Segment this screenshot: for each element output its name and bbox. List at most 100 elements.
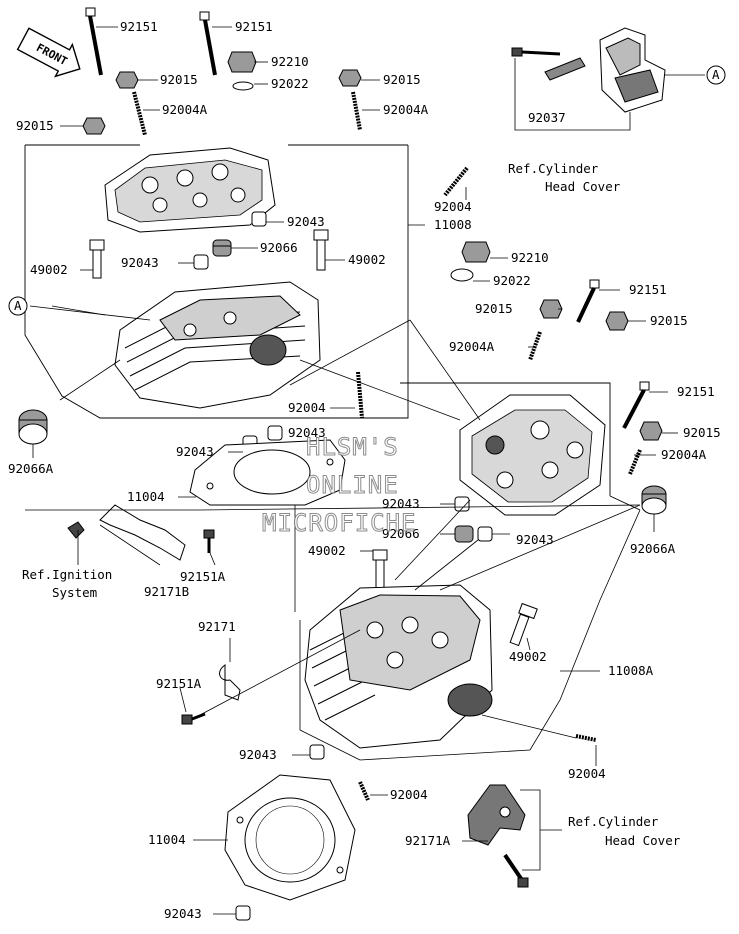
label-49002: 49002 (348, 252, 386, 267)
label-92015: 92015 (683, 425, 721, 440)
dowel-92043-8 (235, 905, 251, 921)
label-92066: 92066 (382, 526, 420, 541)
watermark: HLSM'S ONLINE MICROFICHE (262, 433, 417, 538)
plug-92066a-rear (18, 409, 48, 445)
label-92043: 92043 (288, 425, 326, 440)
label-92151: 92151 (235, 19, 273, 34)
bolt-92151a-1 (203, 529, 215, 553)
callout-a-left: A (8, 296, 28, 316)
ref-ignition-line2: System (52, 585, 97, 600)
label-92210: 92210 (511, 250, 549, 265)
ref-ignition-line1: Ref.Ignition (22, 567, 112, 582)
nut-92015-5 (605, 311, 629, 331)
part-labels: 92151 92151 92210 92022 92015 92015 9200… (8, 19, 721, 921)
spring-92171 (219, 664, 241, 701)
dowel-92043-7 (309, 744, 325, 760)
label-49002: 49002 (308, 543, 346, 558)
guide-49002-4 (509, 602, 538, 647)
guide-49002-2 (313, 229, 329, 271)
callout-a-label-1: A (712, 67, 720, 82)
label-92151: 92151 (677, 384, 715, 399)
ref-note-ignition: Ref.Ignition System (22, 567, 112, 600)
nut-92210-2 (461, 241, 491, 263)
gasket-11004-rear (189, 439, 346, 506)
bracket-92171b (99, 504, 186, 561)
label-92151a: 92151A (180, 569, 226, 584)
nut-92015-2 (338, 69, 362, 87)
label-92004: 92004 (434, 199, 472, 214)
nut-92015-1 (115, 71, 139, 89)
cylinder-head-front (304, 584, 493, 749)
stud-92004-1 (443, 166, 469, 197)
label-49002: 49002 (30, 262, 68, 277)
callout-a-top-right: A (706, 65, 726, 85)
pin-92037 (544, 57, 586, 81)
seal-92066-1 (212, 239, 232, 257)
watermark-line3: MICROFICHE (262, 509, 417, 537)
cam-cap-block-front (459, 394, 606, 516)
stud-92004a-2 (351, 91, 362, 131)
ref-top-right-line1: Ref.Cylinder (508, 161, 599, 176)
dowel-92043-6 (477, 526, 493, 542)
ref-bottom-right-line2: Head Cover (605, 833, 681, 848)
label-92210: 92210 (271, 54, 309, 69)
washer-92022-1 (232, 81, 254, 91)
bolt-92151-d (622, 381, 650, 429)
dowel-92043-2 (193, 254, 209, 270)
label-92004a: 92004A (383, 102, 429, 117)
stud-92004-2 (356, 371, 364, 419)
dowel-92043-4 (267, 425, 283, 441)
stud-92004a-4 (628, 449, 642, 475)
label-11004: 11004 (148, 832, 186, 847)
label-92043: 92043 (382, 496, 420, 511)
label-92066a: 92066A (8, 461, 54, 476)
washer-92022-2 (450, 268, 474, 282)
label-92037: 92037 (528, 110, 566, 125)
label-11008: 11008 (434, 217, 472, 232)
assembly-frame-rear (24, 145, 409, 419)
breather-cover-92037 (599, 27, 666, 113)
label-92015: 92015 (650, 313, 688, 328)
bolt-bottom-right (503, 853, 529, 888)
label-92043: 92043 (287, 214, 325, 229)
label-92171: 92171 (198, 619, 236, 634)
label-92066a: 92066A (630, 541, 676, 556)
label-92043: 92043 (516, 532, 554, 547)
bracket-92171a (467, 784, 526, 846)
callout-a-label-2: A (14, 298, 22, 313)
bolt-92151a-2 (181, 712, 206, 725)
watermark-line1: HLSM'S (306, 433, 399, 461)
label-92043: 92043 (239, 747, 277, 762)
stud-92004a-1 (132, 91, 147, 136)
ref-top-right-line2: Head Cover (545, 179, 621, 194)
guide-49002-3 (372, 549, 388, 591)
label-92015: 92015 (475, 301, 513, 316)
label-92015: 92015 (16, 118, 54, 133)
watermark-line2: ONLINE (306, 471, 399, 499)
ref-bottom-right-line1: Ref.Cylinder (568, 814, 659, 829)
label-92022: 92022 (493, 273, 531, 288)
label-92004: 92004 (288, 400, 326, 415)
seal-92066-2 (454, 525, 474, 543)
label-92015: 92015 (383, 72, 421, 87)
dowel-92043-1 (251, 211, 267, 227)
stud-92004a-3 (528, 331, 542, 361)
label-92004a: 92004A (162, 102, 208, 117)
label-11004: 11004 (127, 489, 165, 504)
bolt-92151-a (85, 7, 103, 76)
label-92171b: 92171B (144, 584, 189, 599)
label-92004a: 92004A (449, 339, 495, 354)
label-92004: 92004 (390, 787, 428, 802)
label-92171a: 92171A (405, 833, 451, 848)
stud-92004-3 (358, 781, 370, 801)
front-arrow-icon: FRONT (16, 27, 81, 78)
nut-92015-6 (639, 421, 663, 441)
bolt-92151-b (199, 11, 217, 76)
label-92015: 92015 (160, 72, 198, 87)
label-92151a: 92151A (156, 676, 202, 691)
ref-note-top-right: Ref.Cylinder Head Cover (508, 161, 621, 194)
nut-92015-3 (82, 117, 106, 135)
label-92043: 92043 (164, 906, 202, 921)
label-92151: 92151 (629, 282, 667, 297)
